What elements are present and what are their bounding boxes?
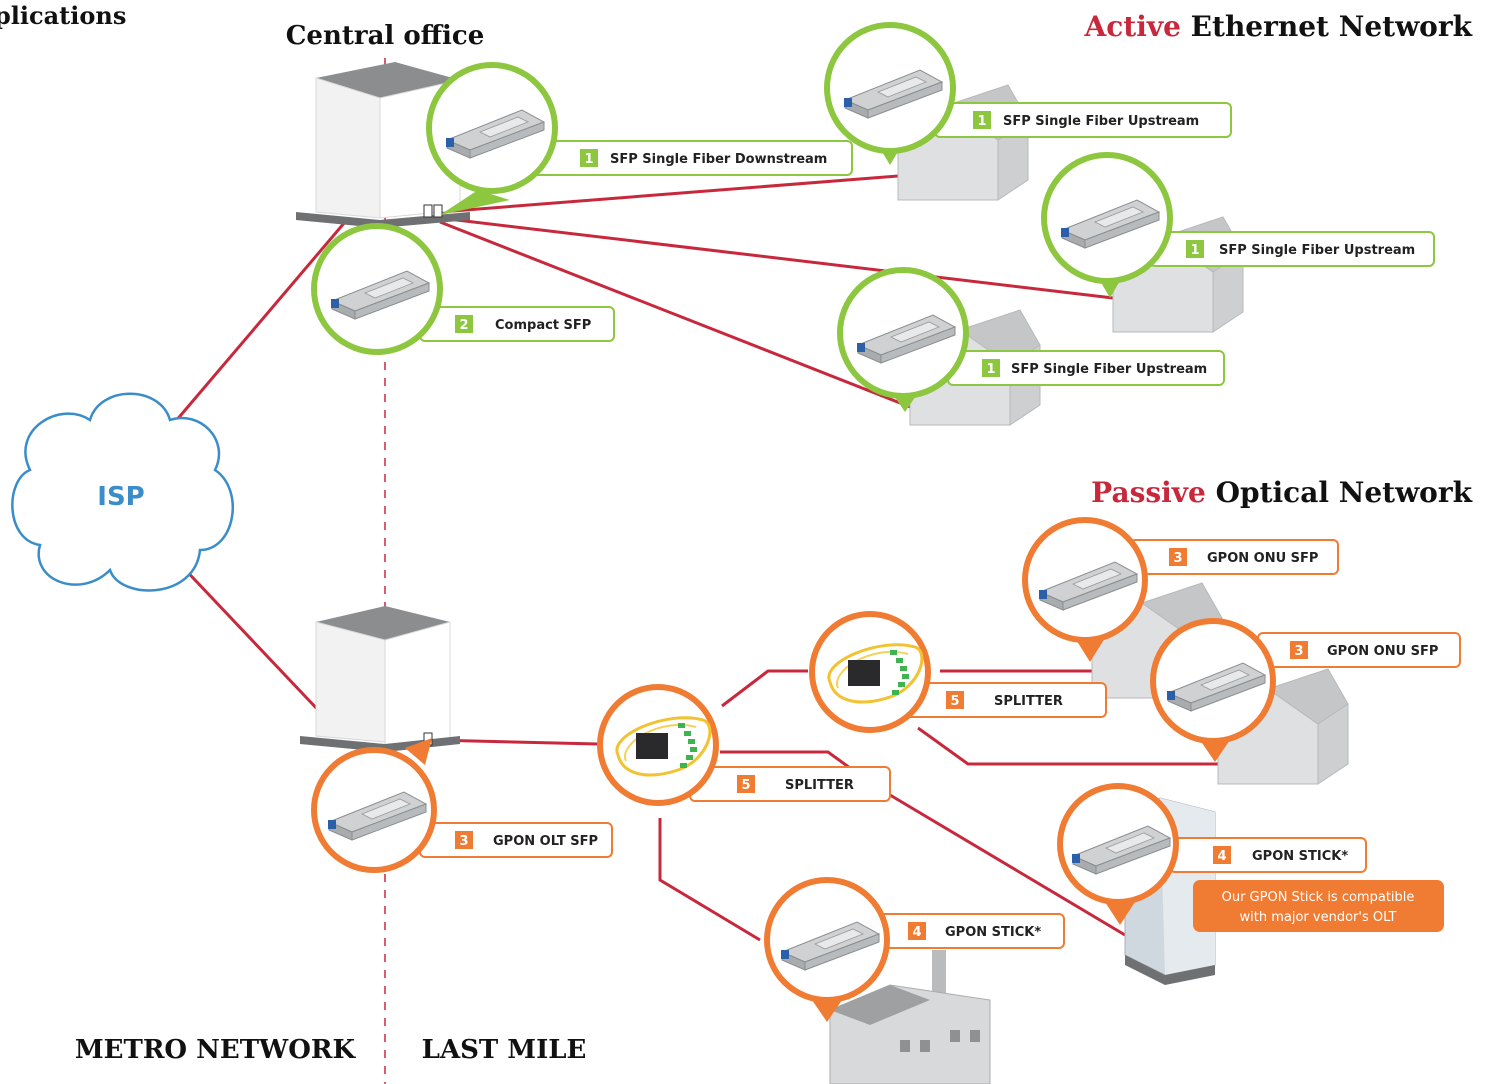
badge-number: 2: [459, 318, 468, 333]
callout-gpon-onu-2: 3 GPON ONU SFP: [1150, 618, 1461, 762]
metro-network-label: METRO NETWORK: [75, 1035, 357, 1065]
factory-building: [829, 950, 991, 1084]
isp-label: ISP: [97, 482, 144, 512]
badge-number: 5: [950, 694, 959, 709]
passive-heading-rest: Optical Network: [1206, 476, 1473, 509]
active-heading-accent: Active: [1083, 10, 1180, 43]
note-line-2: with major vendor's OLT: [1240, 910, 1397, 925]
callout-splitter-2: 5 SPLITTER: [809, 611, 1107, 733]
callout-label: GPON OLT SFP: [493, 834, 598, 849]
callout-label: SFP Single Fiber Upstream: [1003, 114, 1199, 129]
callout-sfp-downstream: 1 SFP Single Fiber Downstream: [426, 62, 853, 215]
fiber-splitter-to-splitter: [721, 669, 808, 708]
header-fragment: plications: [0, 1, 126, 30]
callout-sfp-upstream-2: 1 SFP Single Fiber Upstream: [1041, 152, 1435, 298]
badge-number: 4: [1217, 849, 1226, 864]
callout-label: SPLITTER: [994, 694, 1063, 709]
central-office-title: Central office: [286, 21, 485, 51]
fiber-splitter-to-tower: [889, 793, 1126, 937]
fiber-ae-house-1: [439, 174, 899, 214]
fiber-lines: [173, 174, 1220, 942]
cloud-shape: [11, 392, 234, 592]
compatibility-note: Our GPON Stick is compatible with major …: [1193, 880, 1444, 932]
callout-label: GPON ONU SFP: [1327, 644, 1438, 659]
badge-number: 1: [977, 114, 986, 129]
callout-gpon-onu-1: 3 GPON ONU SFP: [1022, 517, 1339, 662]
passive-heading-accent: Passive: [1091, 476, 1206, 509]
active-ethernet-heading: Active Ethernet Network: [1083, 10, 1472, 43]
pon-central-office-building: [300, 606, 460, 752]
callout-sfp-upstream-1: 1 SFP Single Fiber Upstream: [824, 22, 1232, 165]
isp-cloud: ISP: [11, 392, 234, 592]
badge-number: 3: [1173, 551, 1182, 566]
callout-gpon-olt: 3 GPON OLT SFP: [311, 738, 613, 873]
callout-label: GPON STICK*: [945, 925, 1041, 940]
callout-label: GPON ONU SFP: [1207, 551, 1318, 566]
passive-optical-heading: Passive Optical Network: [1091, 476, 1472, 509]
fiber-isp-to-pon-office: [176, 560, 322, 714]
badge-number: 3: [459, 834, 468, 849]
callout-label: GPON STICK*: [1252, 849, 1348, 864]
fiber-splitter-to-onu-2: [917, 726, 1220, 766]
note-line-1: Our GPON Stick is compatible: [1222, 890, 1415, 905]
callout-label: SPLITTER: [785, 778, 854, 793]
callout-splitter-1: 5 SPLITTER: [597, 684, 891, 806]
callout-label: Compact SFP: [495, 318, 591, 333]
callout-label: SFP Single Fiber Upstream: [1219, 243, 1415, 258]
fiber-isp-to-ae-office: [173, 221, 347, 423]
badge-number: 4: [912, 925, 921, 940]
last-mile-label: LAST MILE: [422, 1035, 587, 1065]
badge-number: 1: [1190, 243, 1199, 258]
badge-number: 1: [986, 362, 995, 377]
note-box: [1193, 880, 1444, 932]
active-heading-rest: Ethernet Network: [1181, 10, 1473, 43]
callout-compact-sfp: 2 Compact SFP: [311, 223, 615, 355]
callout-label: SFP Single Fiber Upstream: [1011, 362, 1207, 377]
badge-number: 3: [1294, 644, 1303, 659]
callout-sfp-upstream-3: 1 SFP Single Fiber Upstream: [837, 267, 1225, 412]
fiber-splitter-to-factory: [658, 818, 761, 942]
fiber-splitter-to-splitter-b: [720, 750, 851, 770]
fiber-ae-house-2: [439, 216, 1114, 300]
badge-number: 1: [584, 152, 593, 167]
callout-label: SFP Single Fiber Downstream: [610, 152, 827, 167]
fiber-ae-house-3: [439, 220, 919, 412]
badge-number: 5: [741, 778, 750, 793]
callout-gpon-stick-tower: 4 GPON STICK*: [1057, 783, 1367, 925]
callout-gpon-stick-factory: 4 GPON STICK*: [764, 877, 1065, 1022]
